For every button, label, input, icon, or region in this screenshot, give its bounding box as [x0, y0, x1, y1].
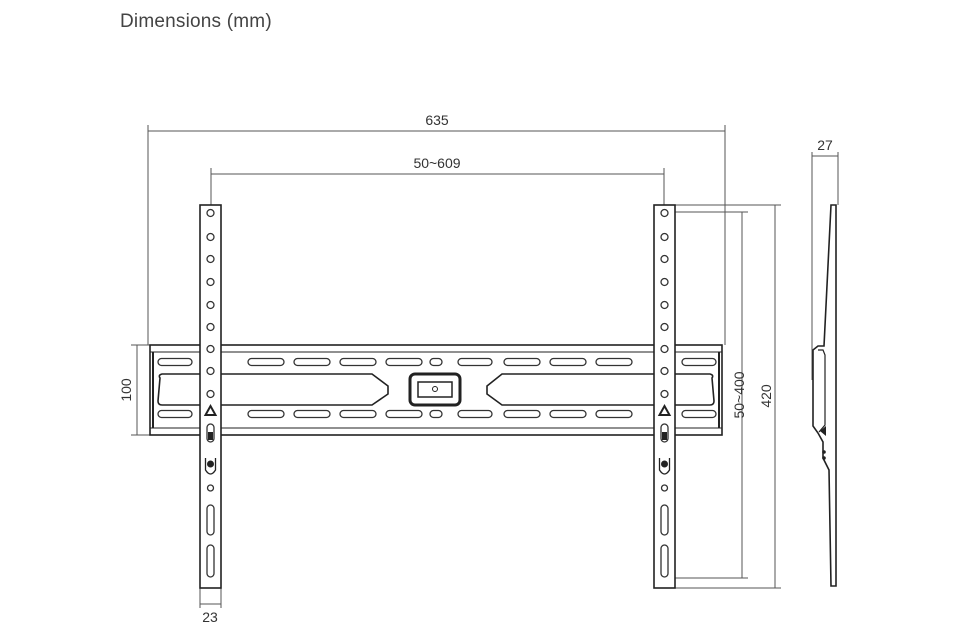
plate-slot — [549, 409, 587, 419]
plate-slot — [457, 357, 493, 367]
lock-tab — [662, 432, 667, 440]
arrow-up-icon — [203, 403, 218, 416]
arrow-up-icon — [657, 403, 672, 416]
wall-plate — [149, 344, 723, 436]
plate-slot — [247, 357, 285, 367]
plate-slot — [429, 357, 443, 367]
plate-slot — [681, 357, 717, 367]
strip-hole — [206, 277, 215, 287]
plate-slot — [503, 357, 541, 367]
vesa-horizontal-label: 50~609 — [413, 155, 460, 171]
plate-slot — [595, 409, 633, 419]
plate-slot — [293, 357, 331, 367]
dimension-bar-height: 100 — [118, 344, 150, 436]
plate-slot — [247, 409, 285, 419]
vertical-strip-left — [199, 204, 222, 589]
strip-width-label: 23 — [202, 609, 218, 625]
strip-slot — [660, 544, 669, 578]
strip-hole — [206, 208, 215, 218]
plate-slot — [157, 357, 193, 367]
plate-slot — [595, 357, 633, 367]
page-title: Dimensions (mm) — [120, 11, 272, 32]
strip-hole — [660, 254, 669, 264]
strip-hole — [206, 300, 215, 310]
strip-hole — [206, 254, 215, 264]
screw-icon — [661, 460, 668, 468]
strip-hole — [660, 484, 669, 492]
dimension-overall-width: 635 — [147, 112, 726, 345]
strip-hole — [660, 232, 669, 242]
strip-hole — [660, 344, 669, 354]
plate-slot — [339, 357, 377, 367]
plate-cutout-left — [157, 373, 389, 406]
strip-hole — [206, 389, 215, 399]
vertical-strip-right — [653, 204, 676, 589]
plate-slot — [385, 357, 423, 367]
strip-hole — [206, 322, 215, 332]
plate-slots — [157, 357, 717, 419]
dimension-vesa-horizontal: 50~609 — [210, 155, 665, 208]
strip-hole — [660, 389, 669, 399]
plate-slot — [549, 357, 587, 367]
strip-hole — [660, 322, 669, 332]
plate-cutout-right — [486, 373, 715, 406]
lock-tab — [208, 432, 213, 440]
strip-hole — [660, 208, 669, 218]
plate-slot — [385, 409, 423, 419]
plate-slot — [503, 409, 541, 419]
dimension-strip-width: 23 — [199, 588, 222, 625]
vesa-vertical-label: 50~400 — [731, 371, 747, 418]
strip-hole — [660, 277, 669, 287]
strip-hole — [206, 366, 215, 376]
strip-hole — [660, 366, 669, 376]
strip-slot — [660, 504, 669, 536]
plate-slot — [339, 409, 377, 419]
overall-width-label: 635 — [425, 112, 449, 128]
strip-hole — [660, 300, 669, 310]
strip-hole — [206, 344, 215, 354]
plate-slot — [157, 409, 193, 419]
screw-icon — [207, 460, 214, 468]
plate-slot — [429, 409, 443, 419]
plate-slot — [457, 409, 493, 419]
plate-slot — [681, 409, 717, 419]
strip-slot — [206, 544, 215, 578]
strip-hole — [206, 484, 215, 492]
dimension-vertical: 50~400 420 — [675, 204, 781, 589]
strip-slot — [206, 504, 215, 536]
plate-slot — [293, 409, 331, 419]
bar-height-label: 100 — [118, 378, 134, 402]
side-view: 27 — [811, 137, 839, 587]
overall-height-label: 420 — [758, 384, 774, 408]
depth-label: 27 — [817, 137, 833, 153]
strip-hole — [206, 232, 215, 242]
